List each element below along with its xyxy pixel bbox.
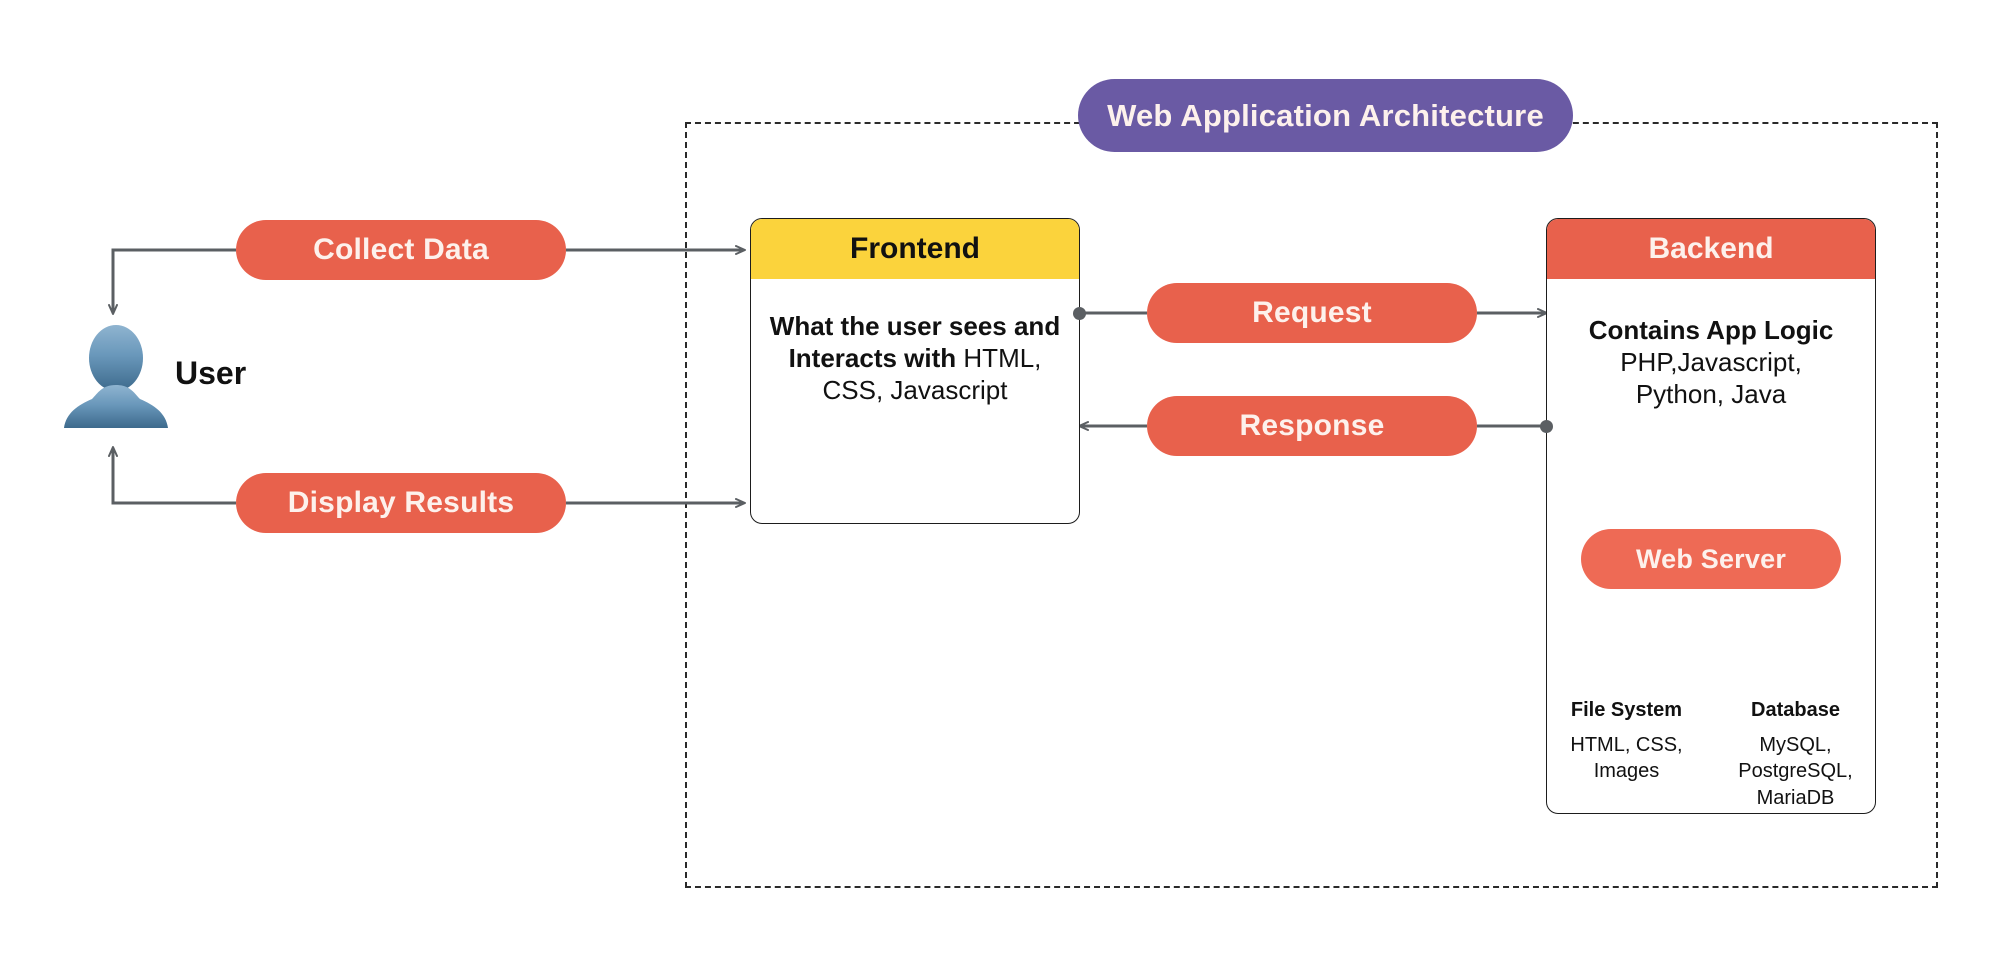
- backend-header: Backend: [1547, 219, 1875, 279]
- frontend-description-bold: What the user sees and Interacts with: [769, 311, 1061, 373]
- arrow-display-results-to-user: [108, 446, 236, 505]
- arrow-collect-data-to-user: [108, 248, 236, 315]
- backend-logic-title: Contains App Logic: [1588, 315, 1834, 345]
- frontend-node[interactable]: Frontend What the user sees and Interact…: [750, 218, 1080, 524]
- user-avatar-icon: [64, 325, 168, 428]
- pill-display-results[interactable]: Display Results: [236, 473, 566, 533]
- backend-node[interactable]: Backend Contains App Logic PHP,Javascrip…: [1546, 218, 1876, 814]
- pill-collect-data[interactable]: Collect Data: [236, 220, 566, 280]
- pill-web-server[interactable]: Web Server: [1581, 529, 1841, 589]
- database-title: Database: [1751, 699, 1840, 721]
- backend-storage-columns: File System HTML, CSS, Images Database M…: [1547, 699, 1875, 811]
- backend-logic-line-1: PHP,Javascript,: [1620, 347, 1802, 378]
- connector-dot-frontend-request: [1073, 307, 1086, 320]
- connector-dot-backend-response: [1540, 420, 1553, 433]
- backend-logic-line-2: Python, Java: [1635, 379, 1787, 410]
- database-items: MySQL, PostgreSQL, MariaDB: [1738, 734, 1853, 809]
- backend-column-database: Database MySQL, PostgreSQL, MariaDB: [1728, 699, 1863, 811]
- frontend-description: What the user sees and Interacts with HT…: [751, 311, 1079, 407]
- backend-app-logic: Contains App Logic PHP,Javascript, Pytho…: [1547, 314, 1875, 411]
- pill-request[interactable]: Request: [1147, 283, 1477, 343]
- frontend-header: Frontend: [751, 219, 1079, 279]
- frontend-description-plain: HTML, CSS, Javascript: [822, 342, 1042, 405]
- file-system-title: File System: [1570, 699, 1683, 721]
- diagram-title-badge: Web Application Architecture: [1078, 79, 1573, 152]
- file-system-items: HTML, CSS, Images: [1570, 734, 1683, 783]
- pill-response[interactable]: Response: [1147, 396, 1477, 456]
- backend-body: Contains App Logic PHP,Javascript, Pytho…: [1547, 314, 1875, 809]
- user-label: User: [175, 355, 247, 391]
- frontend-body: What the user sees and Interacts with HT…: [751, 311, 1079, 407]
- backend-column-file-system: File System HTML, CSS, Images: [1559, 699, 1694, 811]
